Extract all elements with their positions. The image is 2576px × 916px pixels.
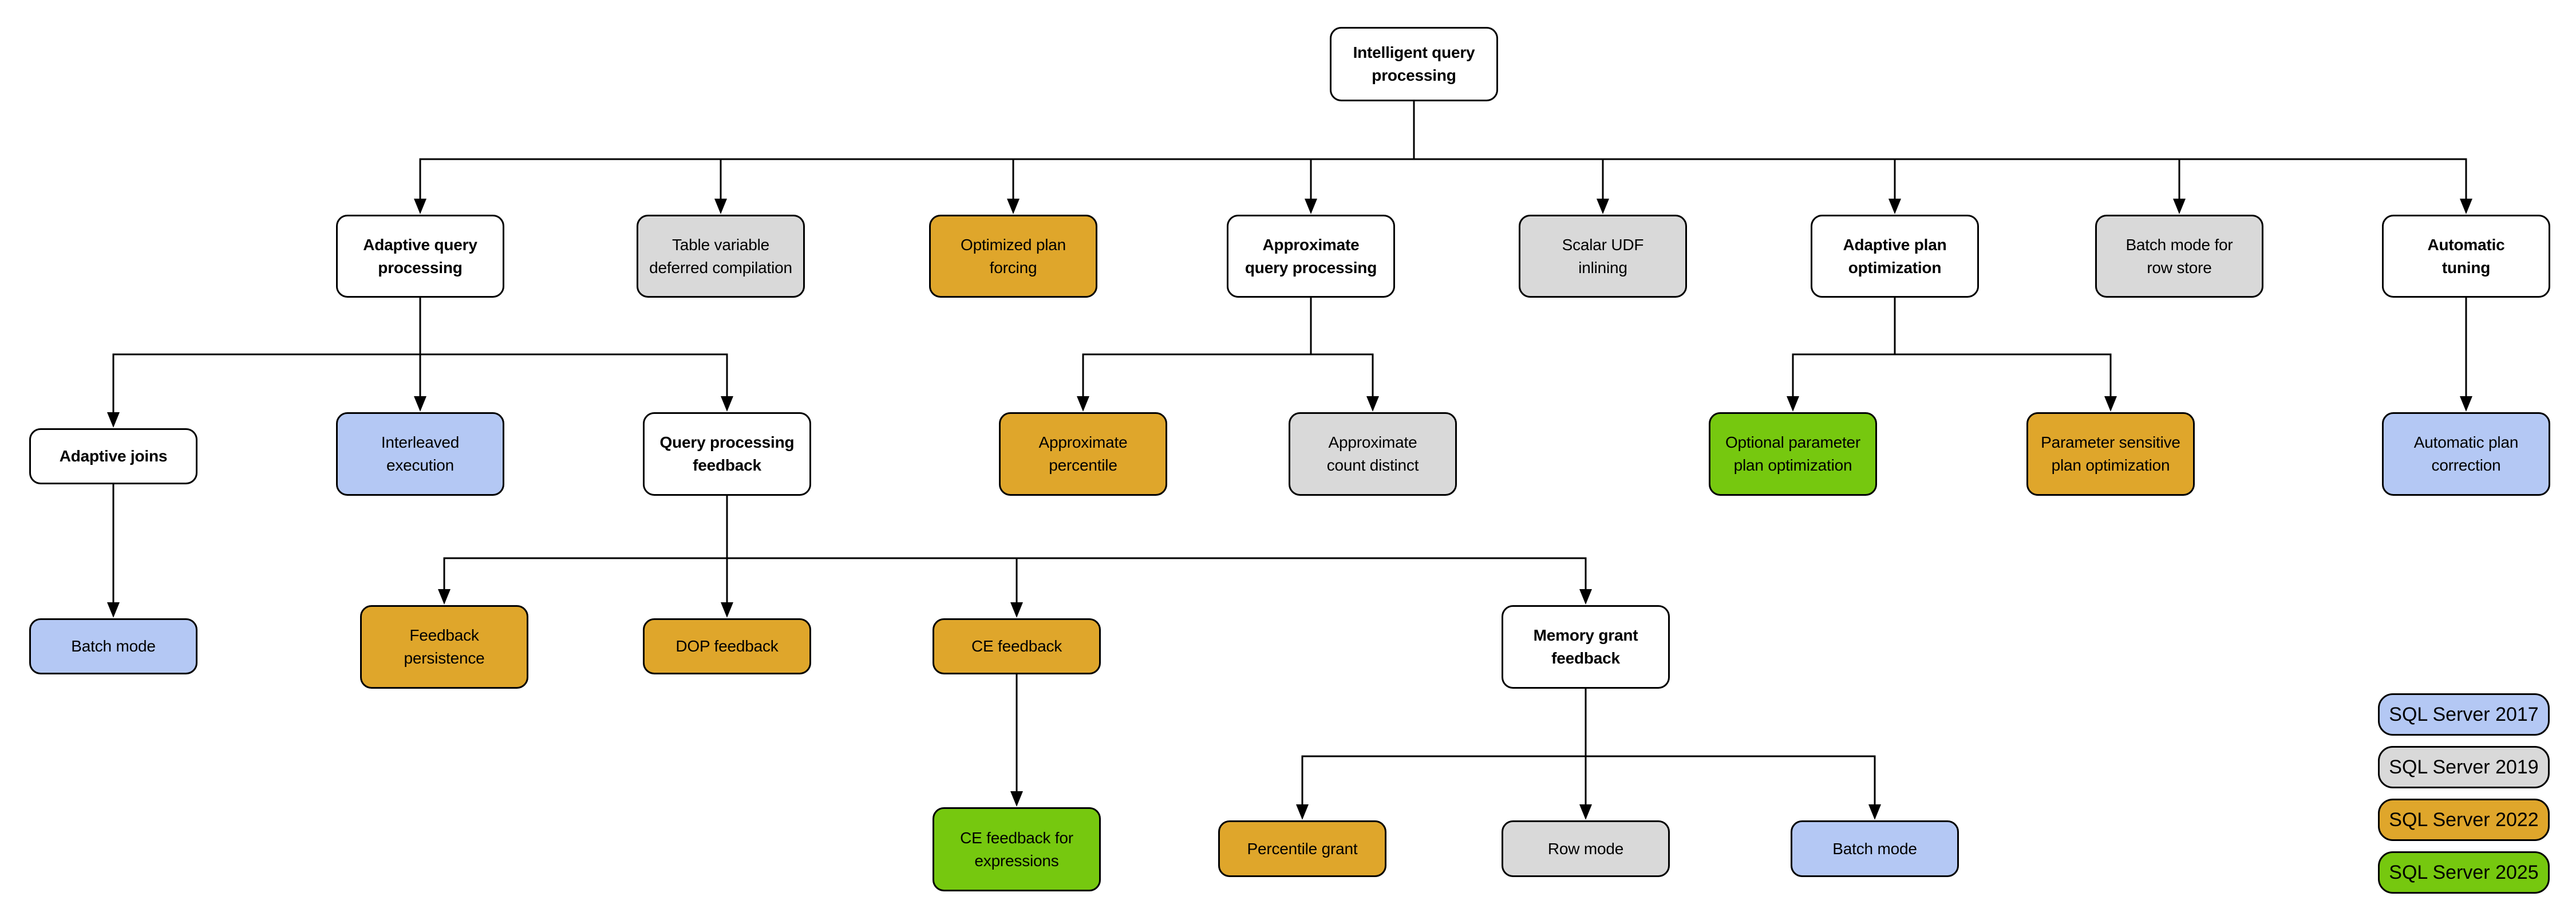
node-label: DOP feedback <box>675 637 779 656</box>
node-label: Adaptive plan optimization <box>1843 235 1947 277</box>
node-approximate-query-processing: Approximate query processing <box>1227 215 1395 298</box>
node-feedback-persistence: Feedback persistence <box>360 605 528 689</box>
node-label: Adaptive joins <box>59 447 168 465</box>
legend-label: SQL Server 2017 <box>2389 703 2539 725</box>
legend-item-sql-server-2022: SQL Server 2022 <box>2378 799 2550 841</box>
node-label: Table variable deferred compilation <box>649 235 792 277</box>
node-optimized-plan-forcing: Optimized plan forcing <box>929 215 1097 298</box>
node-optional-parameter-plan-optimization: Optional parameter plan optimization <box>1709 412 1877 496</box>
node-label: Interleaved execution <box>381 433 460 474</box>
node-ce-feedback: CE feedback <box>933 618 1101 674</box>
node-adaptive-query-processing: Adaptive query processing <box>336 215 504 298</box>
node-adaptive-plan-optimization: Adaptive plan optimization <box>1811 215 1979 298</box>
node-batch-mode-memory-grant: Batch mode <box>1791 820 1959 877</box>
node-label: Memory grant feedback <box>1533 626 1638 667</box>
node-row-mode: Row mode <box>1502 820 1670 877</box>
legend-item-sql-server-2019: SQL Server 2019 <box>2378 746 2550 788</box>
node-percentile-grant: Percentile grant <box>1218 820 1386 877</box>
node-label: Percentile grant <box>1247 839 1358 858</box>
node-query-processing-feedback: Query processing feedback <box>643 412 811 496</box>
node-scalar-udf-inlining: Scalar UDF inlining <box>1519 215 1687 298</box>
node-adaptive-joins: Adaptive joins <box>29 428 197 484</box>
node-batch-mode-adaptive-joins: Batch mode <box>29 618 197 674</box>
node-label: Approximate percentile <box>1038 433 1128 474</box>
node-label: Optional parameter plan optimization <box>1725 433 1861 474</box>
node-label: CE feedback for expressions <box>960 828 1073 870</box>
node-interleaved-execution: Interleaved execution <box>336 412 504 496</box>
node-label: Query processing feedback <box>659 433 795 474</box>
node-ce-feedback-for-expressions: CE feedback for expressions <box>933 807 1101 891</box>
legend-label: SQL Server 2019 <box>2389 756 2539 778</box>
legend-label: SQL Server 2025 <box>2389 861 2539 883</box>
node-batch-mode-for-row-store: Batch mode for row store <box>2095 215 2263 298</box>
node-intelligent-query-processing: Intelligent query processing <box>1330 27 1498 101</box>
node-automatic-tuning: Automatic tuning <box>2382 215 2550 298</box>
node-label: Scalar UDF inlining <box>1562 235 1644 277</box>
node-label: Parameter sensitive plan optimization <box>2041 433 2180 474</box>
node-label: CE feedback <box>971 637 1062 656</box>
legend-label: SQL Server 2022 <box>2389 808 2539 831</box>
node-label: Adaptive query processing <box>363 235 477 277</box>
node-dop-feedback: DOP feedback <box>643 618 811 674</box>
node-approximate-count-distinct: Approximate count distinct <box>1289 412 1457 496</box>
node-label: Feedback persistence <box>404 626 485 667</box>
legend-item-sql-server-2017: SQL Server 2017 <box>2378 693 2550 736</box>
node-label: Automatic plan correction <box>2413 433 2519 474</box>
node-label: Batch mode for row store <box>2125 235 2233 277</box>
node-memory-grant-feedback: Memory grant feedback <box>1502 605 1670 689</box>
node-label: Batch mode <box>71 637 156 656</box>
node-automatic-plan-correction: Automatic plan correction <box>2382 412 2550 496</box>
node-label: Automatic tuning <box>2427 235 2505 277</box>
node-label: Approximate query processing <box>1244 235 1377 277</box>
legend-item-sql-server-2025: SQL Server 2025 <box>2378 851 2550 894</box>
node-label: Batch mode <box>1832 839 1917 858</box>
node-approximate-percentile: Approximate percentile <box>999 412 1167 496</box>
node-label: Intelligent query processing <box>1353 44 1475 84</box>
node-parameter-sensitive-plan-optimization: Parameter sensitive plan optimization <box>2026 412 2195 496</box>
node-label: Row mode <box>1547 839 1624 858</box>
node-label: Approximate count distinct <box>1326 433 1419 474</box>
node-label: Optimized plan forcing <box>961 235 1066 277</box>
node-table-variable-deferred-compilation: Table variable deferred compilation <box>637 215 805 298</box>
